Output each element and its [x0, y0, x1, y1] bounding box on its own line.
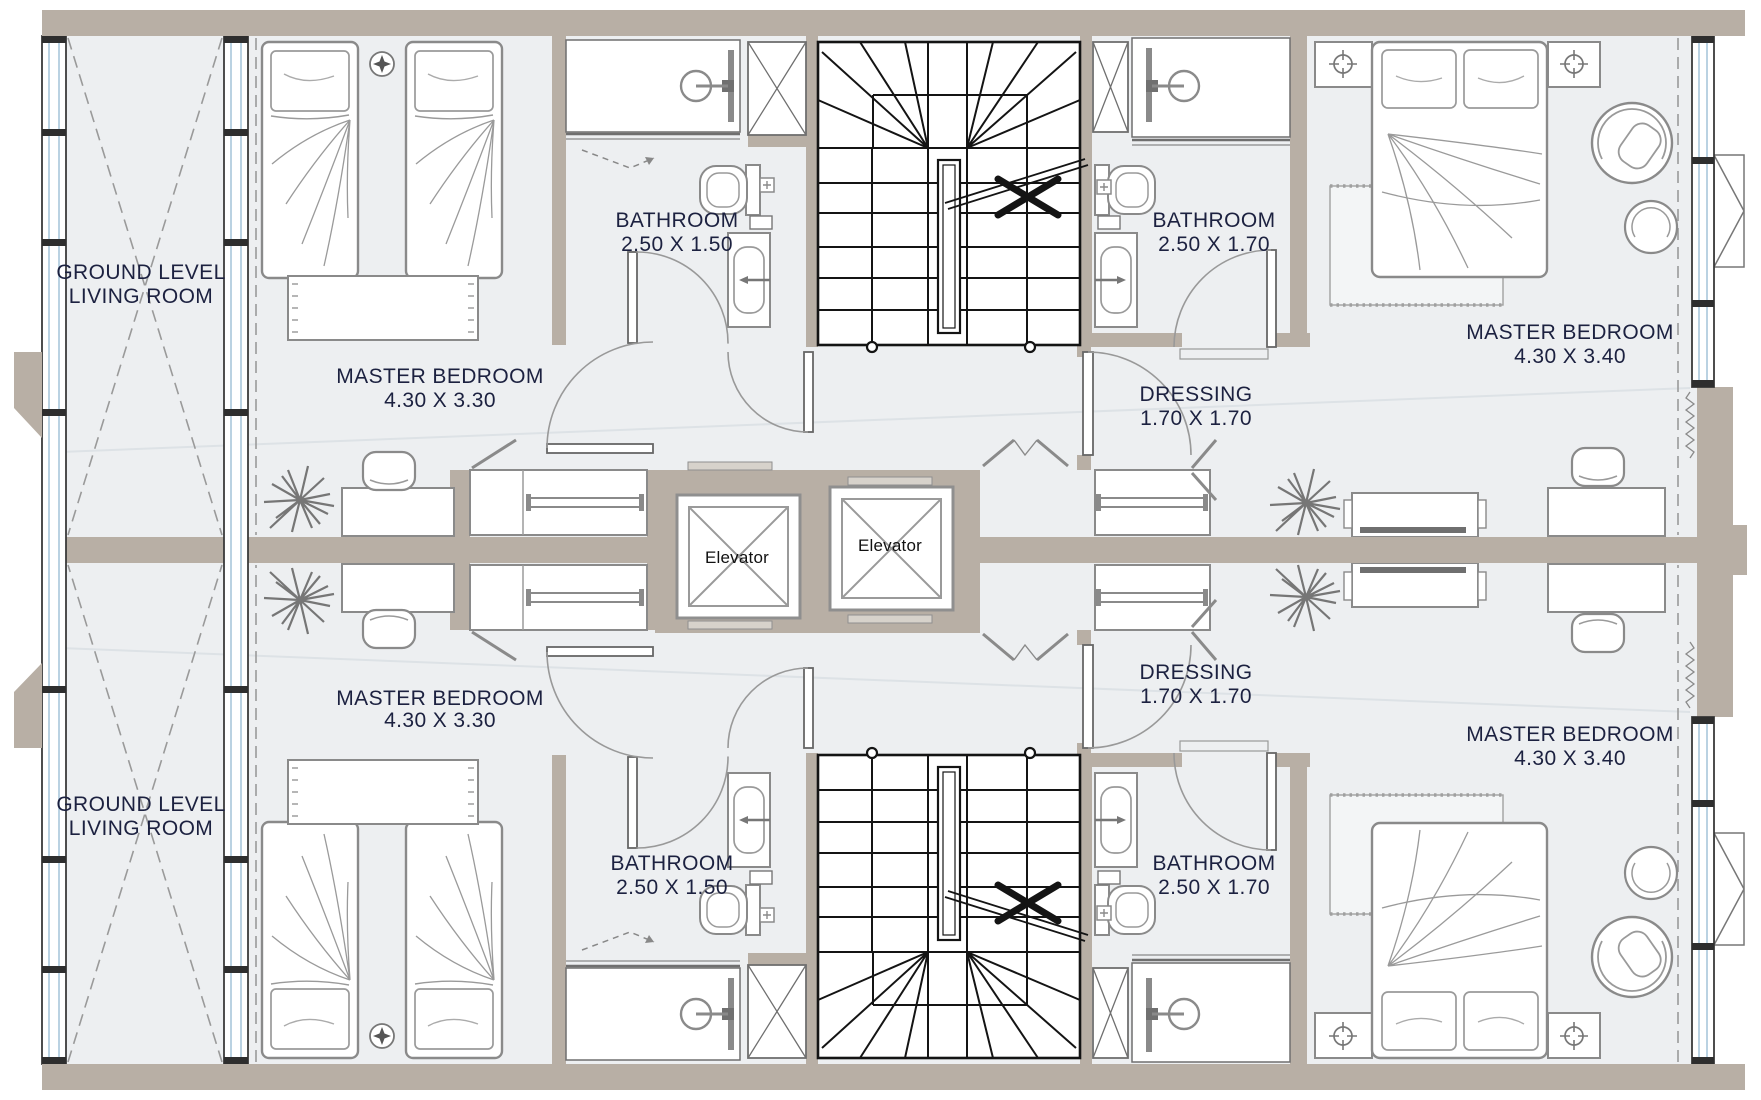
exterior-walls	[14, 10, 1745, 1090]
label-living-top-2: LIVING ROOM	[69, 285, 213, 308]
windows	[41, 35, 1715, 1065]
label-master-left-bottom-1: MASTER BEDROOM	[336, 687, 543, 710]
window-band-right	[1691, 35, 1715, 1065]
elevator-right-shaft	[828, 485, 955, 612]
label-bath-large-top-2: 2.50 X 1.70	[1158, 233, 1270, 256]
label-bath-small-top-1: BATHROOM	[616, 209, 739, 232]
label-bath-small-top-2: 2.50 X 1.50	[621, 233, 733, 256]
label-master-right-top-1: MASTER BEDROOM	[1466, 321, 1673, 344]
room-labels: GROUND LEVEL LIVING ROOM GROUND LEVEL LI…	[56, 209, 1673, 899]
label-bath-small-bottom-2: 2.50 X 1.50	[616, 876, 728, 899]
label-bath-large-bottom-2: 2.50 X 1.70	[1158, 876, 1270, 899]
label-master-left-top-2: 4.30 X 3.30	[384, 389, 496, 412]
label-master-right-bottom-1: MASTER BEDROOM	[1466, 723, 1673, 746]
label-dressing-bottom-2: 1.70 X 1.70	[1140, 685, 1252, 708]
label-master-left-bottom-2: 4.30 X 3.30	[384, 709, 496, 732]
label-bath-large-bottom-1: BATHROOM	[1153, 852, 1276, 875]
window-band-inner	[223, 35, 249, 1065]
label-living-bottom-2: LIVING ROOM	[69, 817, 213, 840]
window-band-left	[41, 35, 67, 1065]
label-elevator-right: Elevator	[858, 536, 922, 555]
elevator-left-shaft	[675, 493, 802, 620]
label-master-right-top-2: 4.30 X 3.40	[1514, 345, 1626, 368]
elevator-lobby	[675, 461, 955, 630]
label-master-left-top-1: MASTER BEDROOM	[336, 365, 543, 388]
label-living-top-1: GROUND LEVEL	[56, 261, 225, 284]
label-dressing-bottom-1: DRESSING	[1140, 661, 1253, 684]
label-master-right-bottom-2: 4.30 X 3.40	[1514, 747, 1626, 770]
label-elevator-left: Elevator	[705, 548, 769, 567]
label-bath-large-top-1: BATHROOM	[1153, 209, 1276, 232]
label-dressing-top-1: DRESSING	[1140, 383, 1253, 406]
label-living-bottom-1: GROUND LEVEL	[56, 793, 225, 816]
label-bath-small-bottom-1: BATHROOM	[611, 852, 734, 875]
label-dressing-top-2: 1.70 X 1.70	[1140, 407, 1252, 430]
